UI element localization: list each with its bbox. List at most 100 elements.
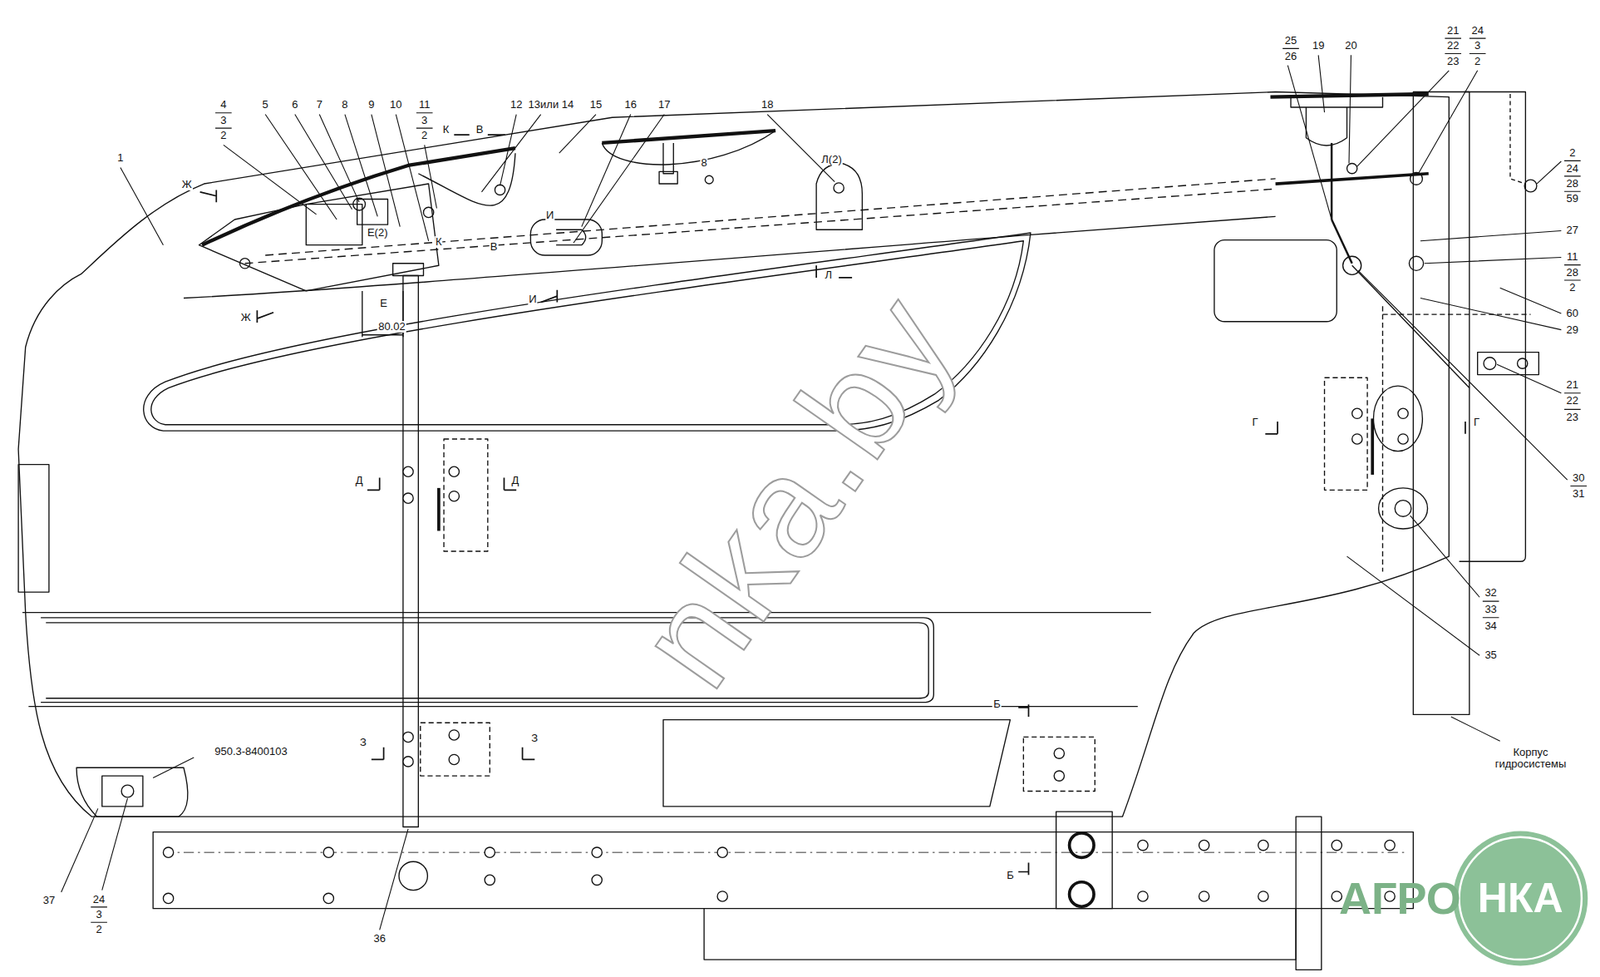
bracket-cutout — [816, 162, 862, 230]
frame-hole — [323, 846, 334, 857]
section-mark — [367, 477, 517, 491]
callout-number: 32 — [1483, 586, 1497, 599]
callout-number: 25 — [1284, 34, 1298, 47]
lamp — [76, 767, 188, 817]
lower-panel — [663, 719, 1010, 807]
callout-number: 24 — [92, 893, 106, 906]
bolt — [1398, 433, 1408, 444]
callout-number: 12 — [509, 98, 523, 111]
section-letter: В — [489, 241, 499, 253]
view-letter: Е(2) — [366, 226, 389, 239]
callout-number: 13или 14 — [527, 98, 576, 111]
section-letter: З — [530, 732, 539, 744]
part-number: 950.3-8400103 — [213, 745, 288, 758]
bolt — [448, 491, 459, 502]
plate — [1477, 352, 1540, 375]
callout-number: 11 — [1565, 251, 1580, 263]
callout-number: 30 — [1571, 472, 1586, 484]
bolt — [1347, 162, 1358, 173]
section-mark — [816, 265, 852, 278]
fraction-bar — [1564, 160, 1581, 192]
panel-line — [22, 611, 1152, 613]
bolt — [1352, 408, 1363, 419]
callout-number: 21 — [1446, 24, 1460, 37]
fraction-bar — [90, 48, 1300, 922]
bolt — [1524, 179, 1537, 192]
fraction-bar — [215, 113, 433, 128]
hinge-pin — [437, 487, 441, 532]
post — [403, 275, 419, 828]
callout-number: 26 — [1284, 50, 1298, 63]
view-letter: Л(2) — [820, 153, 842, 166]
bolt — [1394, 500, 1412, 517]
section-mark — [1265, 421, 1466, 434]
callout-number: 33 — [1483, 603, 1497, 616]
callout-number: 24 — [1470, 24, 1484, 37]
fraction-bar — [1444, 38, 1486, 54]
callout-number: 23 — [1565, 411, 1580, 424]
callout-number: 34 — [1483, 620, 1497, 632]
latch-loop — [1305, 107, 1347, 146]
cutout — [530, 219, 602, 256]
frame-hole — [162, 892, 173, 903]
callout-number: 15 — [589, 98, 603, 111]
callout-number: 16 — [623, 98, 637, 111]
leader-line — [61, 757, 409, 930]
section-mark — [371, 747, 535, 760]
callout-number: 36 — [372, 932, 386, 945]
oval-bracket — [1378, 487, 1428, 529]
latch-plate — [1290, 97, 1383, 108]
frame-hole — [1258, 839, 1269, 850]
oval-bracket — [1373, 385, 1423, 452]
callout-number: 4 — [219, 98, 227, 111]
logo-text: АГРО — [1338, 874, 1463, 921]
callout-number: 29 — [1565, 324, 1580, 336]
frame-hole — [1384, 839, 1395, 850]
frame-hole — [484, 874, 495, 885]
bolt — [403, 492, 414, 503]
callout-number: 22 — [1565, 394, 1580, 407]
hidden-edge — [1510, 93, 1526, 184]
bolt — [1483, 357, 1497, 370]
latch-zone — [198, 183, 439, 291]
watermark: nka.by — [612, 270, 980, 710]
bolt — [403, 466, 414, 477]
section-mark — [541, 290, 558, 303]
frame-upright — [1295, 816, 1322, 970]
housing-note: Корпус гидросистемы — [1480, 746, 1582, 770]
callout-number: 21 — [1565, 379, 1580, 391]
mount-bracket — [1056, 811, 1113, 909]
pivot — [833, 182, 844, 193]
frame-hole — [162, 846, 173, 857]
callout-number: 9 — [367, 98, 375, 111]
latch-rod — [1331, 219, 1353, 264]
hydraulic-housing — [1412, 92, 1470, 715]
hinge-outline — [1023, 736, 1095, 791]
callout-number: 6 — [290, 98, 299, 111]
callout-number: 1 — [116, 152, 124, 164]
callout-number: 37 — [42, 894, 56, 906]
callout-number: 28 — [1565, 177, 1580, 190]
cutout — [1214, 240, 1337, 322]
pivot — [1408, 256, 1423, 271]
logo-circle — [1451, 828, 1591, 968]
frame-hole — [591, 874, 602, 885]
section-letter: Ж — [181, 178, 193, 191]
leader-line — [120, 114, 835, 246]
bolt — [448, 466, 459, 477]
hidden-edge — [1383, 314, 1532, 316]
section-letter: К — [434, 236, 444, 248]
pivot — [353, 197, 366, 211]
section-letter: Ж — [240, 311, 252, 324]
callout-number: 2 — [420, 129, 429, 142]
panel-recess — [45, 622, 929, 699]
hood-strip — [1275, 173, 1429, 184]
callout-number: 19 — [1311, 39, 1325, 52]
fraction-bar — [1564, 265, 1581, 410]
lamp-bracket — [102, 775, 143, 807]
section-letter: Г — [1472, 416, 1481, 429]
pivot — [704, 175, 714, 184]
frame-rail — [152, 832, 1413, 909]
leader-line — [1347, 270, 1568, 741]
